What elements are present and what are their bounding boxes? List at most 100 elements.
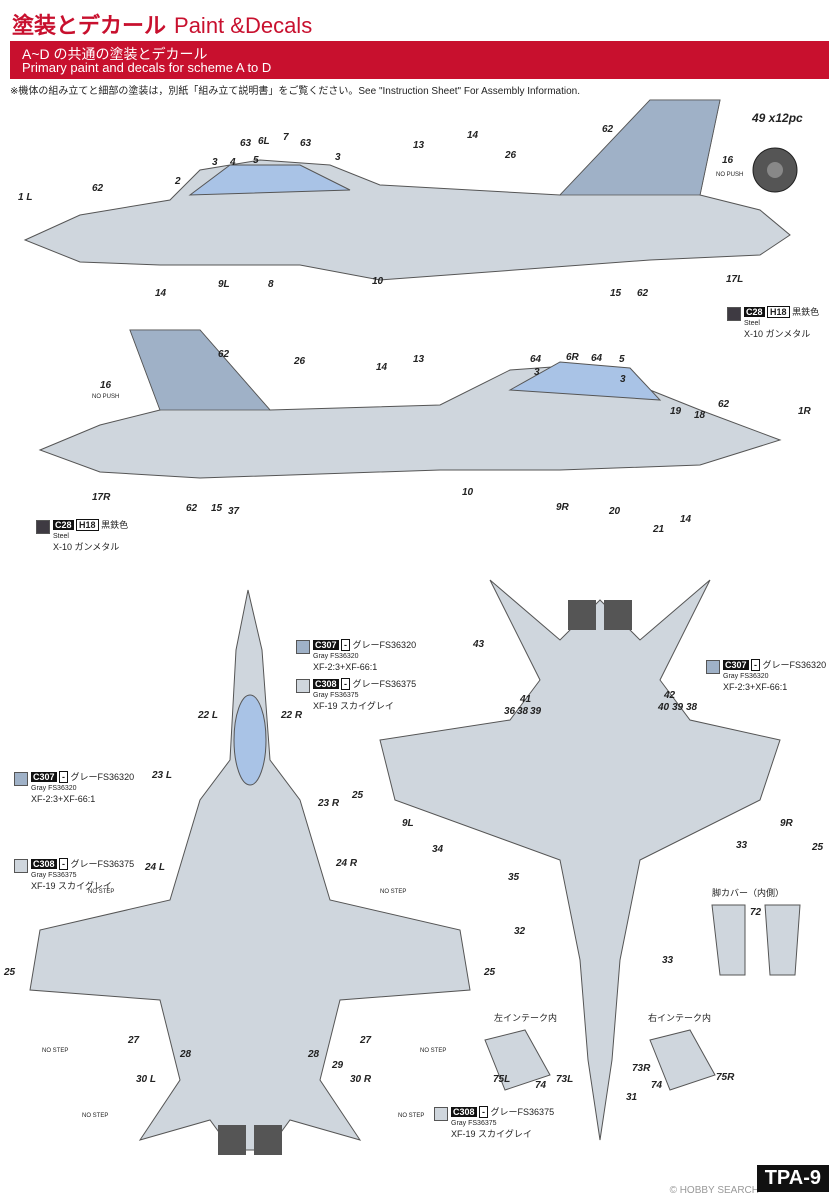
banner-en: Primary paint and decals for scheme A to…	[22, 60, 272, 75]
callout: 27	[127, 1035, 140, 1046]
paint-code: C28	[744, 307, 765, 317]
callout: 34	[432, 844, 444, 855]
callout: 9L	[218, 279, 230, 290]
side-view-left	[23, 99, 798, 281]
callout: 29	[331, 1060, 344, 1071]
side-view-right	[38, 329, 782, 479]
callout: 6L	[258, 136, 270, 147]
paint-name-en: Gray FS36320	[313, 653, 359, 660]
callout: 19	[670, 406, 682, 417]
left-intake-label: 左インテーク内	[494, 1013, 558, 1023]
color-chip	[296, 679, 310, 693]
decal-set-label: 49 x12pc	[752, 111, 803, 125]
paint-name-jp: 黒鉄色	[101, 520, 129, 530]
callout: 32	[514, 926, 526, 937]
color-chip	[36, 520, 50, 534]
callout: 30 R	[350, 1074, 372, 1085]
callout: 4	[229, 157, 236, 168]
no-push-label: NO PUSH	[92, 394, 119, 400]
color-chip	[296, 640, 310, 654]
paint-code-2: H18	[76, 519, 99, 531]
callout: 35	[508, 872, 520, 883]
callout: 9R	[556, 502, 570, 513]
callout: 23 R	[317, 798, 340, 809]
paint-code: C307	[31, 772, 57, 782]
callout: 1 L	[18, 192, 32, 203]
paint-name-jp: グレーFS36320	[70, 772, 135, 782]
callout: 10	[372, 276, 384, 287]
paint-code-2: -	[59, 771, 69, 783]
callout: 73L	[556, 1074, 573, 1085]
callout: 64	[530, 354, 542, 365]
callout: 33	[662, 955, 674, 966]
callout: 17L	[726, 274, 743, 285]
callout: 39	[672, 702, 684, 713]
no-step-label: NO STEP	[82, 1113, 108, 1119]
callout: 43	[472, 639, 485, 650]
callout: 25	[3, 967, 16, 978]
callout: 27	[359, 1035, 372, 1046]
page-title-en: Paint &Decals	[174, 13, 313, 38]
no-step-label: NO STEP	[88, 889, 114, 895]
callout: 74	[651, 1080, 663, 1091]
callout: 6R	[566, 352, 580, 363]
paint-code: C307	[723, 660, 749, 670]
paint-code-2: -	[341, 639, 351, 651]
callout: 72	[750, 907, 762, 918]
callout: 24 R	[335, 858, 358, 869]
callout: 26	[293, 356, 306, 367]
paint-code-2: -	[341, 678, 351, 690]
no-step-label: NO STEP	[42, 1048, 68, 1054]
intake-detail-left	[484, 1029, 551, 1091]
paint-sub: XF-2:3+XF-66:1	[723, 682, 788, 692]
callout: 14	[155, 288, 167, 299]
callout: 15	[211, 503, 223, 514]
callout: 17R	[92, 492, 111, 503]
paint-sub: XF-2:3+XF-66:1	[31, 794, 96, 804]
callout: 75R	[716, 1072, 735, 1083]
callout: 1R	[798, 406, 812, 417]
gear-cover-detail	[711, 904, 801, 976]
callout: 3	[534, 367, 540, 378]
paint-name-jp: グレーFS36375	[490, 1107, 555, 1117]
callout: 16	[100, 380, 112, 391]
callout: 64	[591, 353, 603, 364]
callout: 62	[186, 503, 198, 514]
callout: 33	[736, 840, 748, 851]
callout: 41	[519, 694, 532, 705]
callout: 5	[619, 354, 625, 365]
paint-name-jp: 黒鉄色	[792, 307, 820, 317]
paint-code: C308	[451, 1107, 477, 1117]
callout: 39	[530, 706, 542, 717]
callout: 37	[228, 506, 240, 517]
paint-code-2: -	[751, 659, 761, 671]
callout: 42	[663, 690, 676, 701]
no-step-label: NO STEP	[398, 1113, 424, 1119]
color-chip	[434, 1107, 448, 1121]
gear-cover-label: 脚カバー（内側）	[712, 888, 785, 898]
callout: 14	[680, 514, 692, 525]
callout: 20	[608, 506, 621, 517]
callout: 13	[413, 140, 425, 151]
callout: 13	[413, 354, 425, 365]
no-push-label: NO PUSH	[716, 172, 743, 178]
paint-sub: X-10 ガンメタル	[53, 542, 120, 552]
callout: 24 L	[144, 862, 165, 873]
color-chip	[14, 772, 28, 786]
callout: 22 R	[280, 710, 303, 721]
callout: 21	[652, 524, 665, 535]
callout: 26	[504, 150, 517, 161]
page-title-jp: 塗装とデカール	[12, 13, 167, 38]
callout: 3	[212, 157, 218, 168]
color-chip	[706, 660, 720, 674]
callout: 25	[351, 790, 364, 801]
paint-name-jp: グレーFS36375	[352, 679, 417, 689]
color-chip	[14, 859, 28, 873]
callout: 62	[218, 349, 230, 360]
callout: 3	[620, 374, 626, 385]
callout: 2	[174, 176, 181, 187]
right-intake-label: 右インテーク内	[648, 1013, 712, 1023]
